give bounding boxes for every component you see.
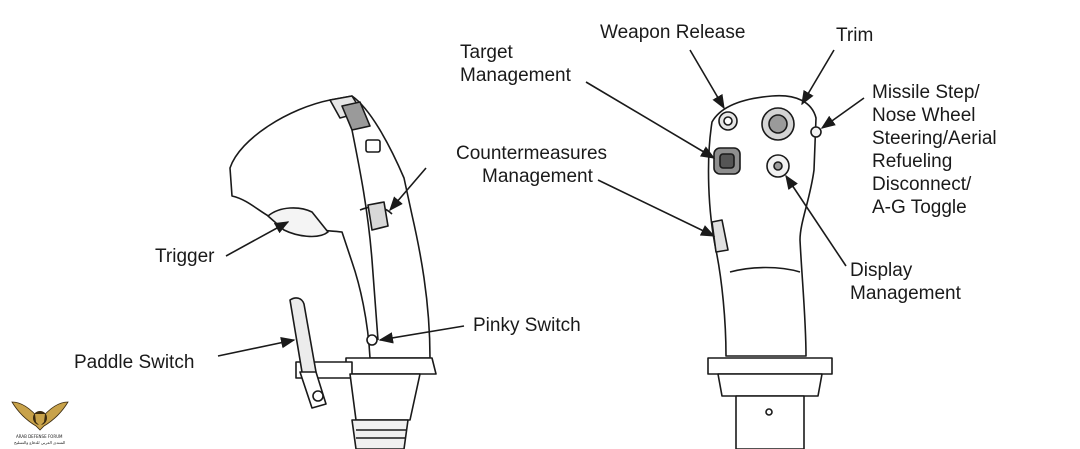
label-display-management-line2: Management — [850, 283, 962, 304]
arrow-countermeasures — [597, 179, 716, 237]
label-target-management-line2: Management — [460, 65, 572, 86]
watermark-logo: ARAB DEFENSE FORUM المنتدى العربي للدفاع… — [11, 401, 69, 445]
left-stick-drawing — [229, 95, 437, 449]
arrow-missile-step — [820, 97, 865, 129]
label-paddle-switch: Paddle Switch — [74, 352, 194, 373]
label-target-management-line1: Target — [460, 42, 514, 63]
eagle-wings-icon — [11, 401, 69, 431]
label-countermeasures-line2: Management — [482, 166, 594, 187]
label-missile-step-line2: Nose Wheel — [872, 105, 976, 126]
arrow-paddle-switch — [217, 337, 296, 357]
arrow-trigger — [225, 221, 290, 257]
arrow-weapon-release — [689, 49, 725, 110]
right-stick-drawing — [707, 94, 833, 449]
arrow-display-management — [785, 174, 847, 267]
arrow-pinky-switch — [378, 325, 465, 344]
arrow-trim — [801, 49, 835, 106]
label-missile-step-line6: A-G Toggle — [872, 197, 967, 218]
label-pinky-switch: Pinky Switch — [473, 315, 581, 336]
label-display-management-line1: Display — [850, 260, 913, 281]
shield-icon — [35, 414, 45, 426]
label-missile-step-line4: Refueling — [872, 151, 952, 172]
label-missile-step-line5: Disconnect/ — [872, 174, 972, 195]
label-trim: Trim — [836, 25, 873, 46]
label-missile-step-line3: Steering/Aerial — [872, 128, 997, 149]
label-trigger: Trigger — [155, 246, 215, 267]
label-weapon-release: Weapon Release — [600, 22, 745, 43]
label-countermeasures-line1: Countermeasures — [456, 143, 607, 164]
arrow-target-management — [585, 81, 716, 159]
label-missile-step-line1: Missile Step/ — [872, 82, 980, 103]
arrow-countermeasures-left — [389, 167, 427, 212]
watermark-line2: المنتدى العربي للدفاع والتسليح — [14, 440, 65, 445]
leader-lines — [217, 49, 865, 357]
labels: Weapon Release Trim Target Management Mi… — [74, 22, 997, 373]
watermark-line1: ARAB DEFENSE FORUM — [16, 434, 63, 439]
